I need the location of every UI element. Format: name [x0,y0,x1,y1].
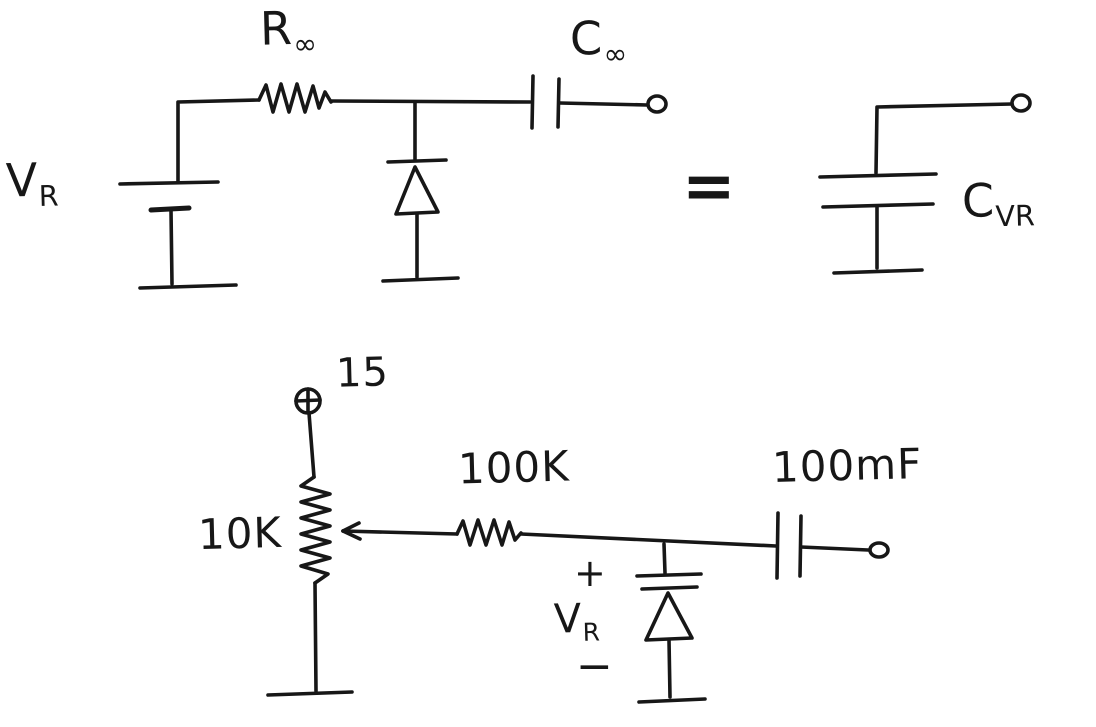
label-subscript: VR [995,199,1036,234]
resistor-r-inf-symbol [257,82,333,114]
label-subscript: ∞ [292,27,318,62]
ground-symbol [832,268,924,275]
ground-symbol [381,276,460,283]
label-subscript: R [38,179,60,214]
potentiometer-label: 10K [197,507,283,560]
wire [667,638,672,699]
potentiometer-symbol [299,475,332,585]
resistor-r-inf-label: R∞ [259,0,318,62]
wire [313,581,318,693]
wire [799,545,870,552]
wiper-arrowhead [341,529,362,541]
top-circuit [118,74,668,290]
label-text: C [569,10,604,66]
source-voltage-label: VR [5,152,60,214]
diode-triangle [394,165,440,216]
output-terminal [868,541,890,559]
supply-voltage-label: 15 [335,349,390,397]
wire [558,101,649,107]
wiper-arrowhead [341,521,361,533]
capacitor-plate [818,172,938,179]
capacitor-c-inf-label: C∞ [569,10,628,72]
wire [307,411,316,479]
capacitor-plate [530,74,535,130]
equals-sign: = [682,150,737,224]
resistor-100k-symbol [455,518,523,547]
label-text: R [259,0,294,56]
wire [329,99,532,104]
capacitor-plate [775,511,780,580]
varactor-minus-label: − [576,641,614,692]
varactor-plate [640,585,699,591]
wire [874,102,1014,175]
battery-long-plate [118,180,220,186]
diode-cathode-bar [386,158,448,164]
varactor-plus-label: + [574,551,607,595]
output-terminal [1010,93,1032,113]
label-text: V [5,152,40,208]
capacitor-plate [821,202,935,209]
varactor-voltage-label: VR [553,595,600,647]
diode-triangle [644,591,694,642]
varactor-plate [635,572,703,578]
wire [169,208,174,286]
output-terminal [646,94,668,114]
ground-symbol [266,690,354,697]
wire [519,532,778,548]
label-subscript: ∞ [603,37,628,72]
wire [662,542,667,575]
equivalent-circuit [818,93,1032,275]
series-resistor-label: 100K [457,441,571,494]
label-text: C [961,173,996,228]
label-text: V [553,595,583,643]
equivalent-capacitor-label: CVR [961,173,1036,234]
wiper-wire [341,529,459,536]
ground-symbol [637,697,707,704]
ground-symbol [138,283,238,290]
coupling-capacitor-label: 100mF [771,439,923,492]
bottom-circuit [266,387,890,704]
wire [176,98,261,183]
